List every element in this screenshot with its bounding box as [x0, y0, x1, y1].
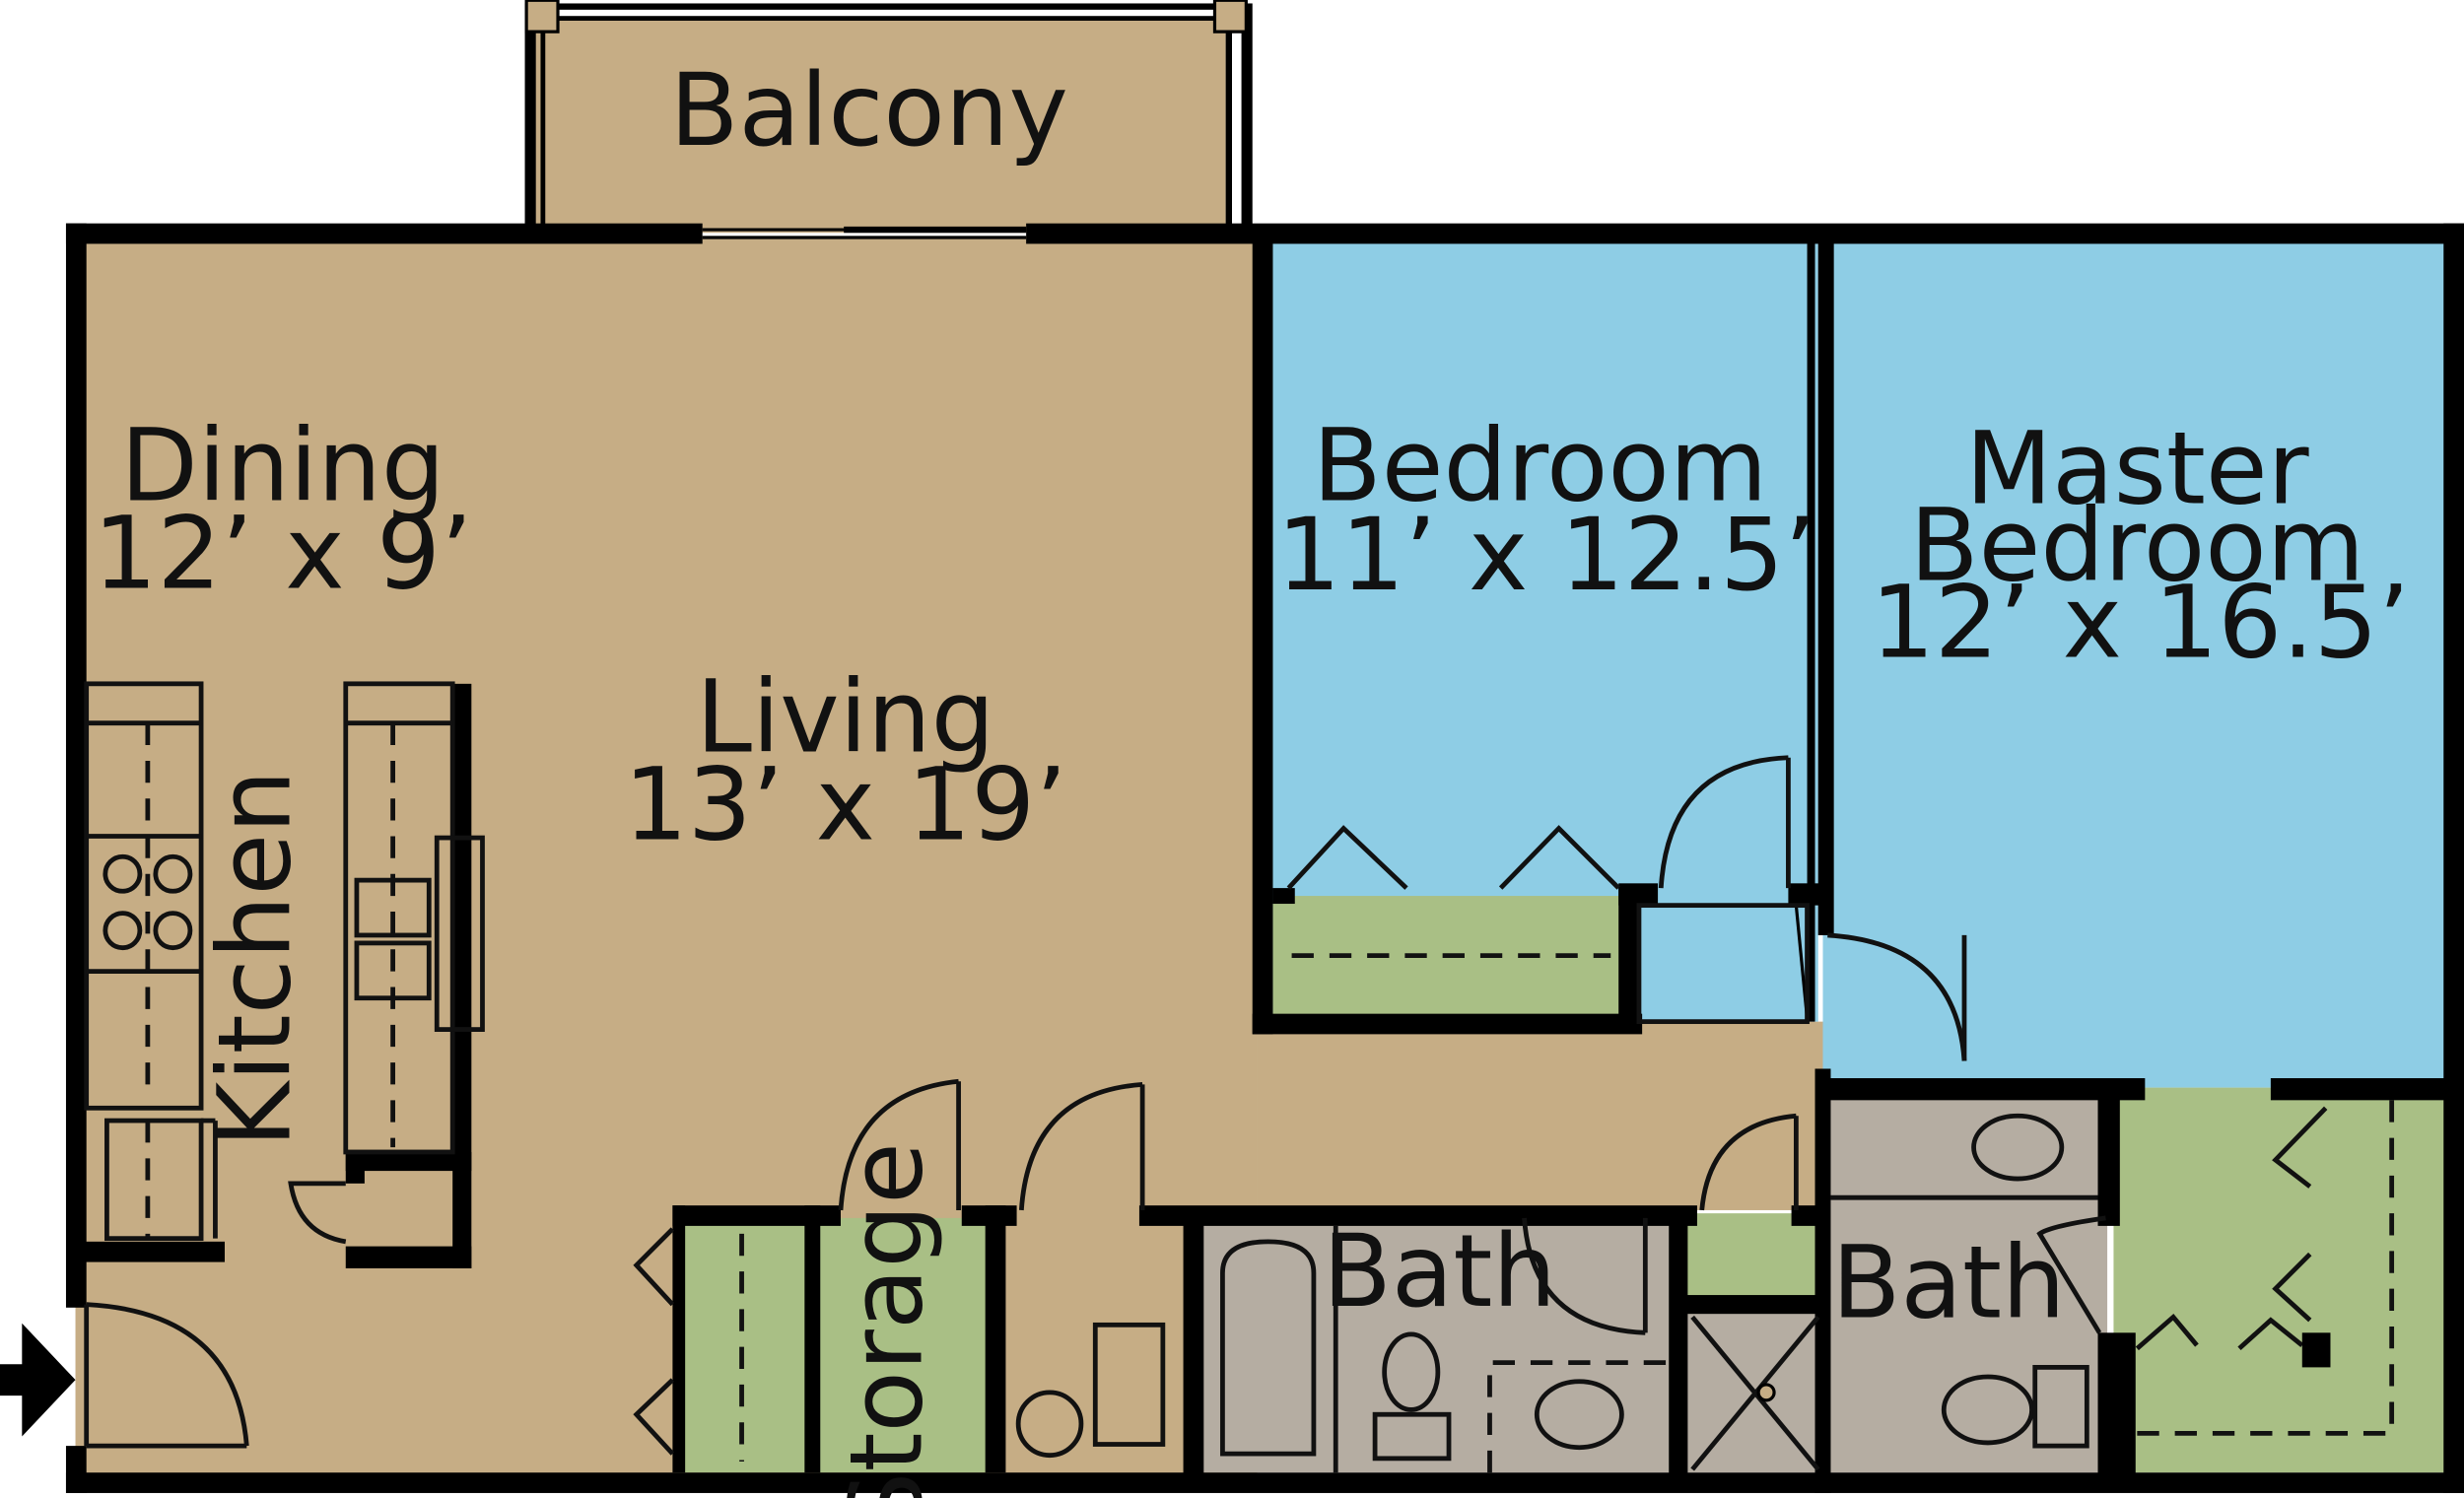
entry-closet-doors[interactable]	[633, 1227, 744, 1463]
entry-arrow-icon	[0, 1323, 76, 1437]
bathtub-icon	[1220, 1225, 1338, 1473]
bath-1-door[interactable]	[1522, 1217, 1648, 1335]
toilet-icon	[1372, 1331, 1452, 1462]
kitchen-island	[343, 681, 455, 1155]
storage-label: Storage	[828, 1142, 945, 1498]
entry-door[interactable]	[84, 1302, 249, 1449]
bath-2-fixtures	[1830, 1113, 2098, 1449]
sliding-door[interactable]	[702, 226, 1027, 239]
balcony-railing	[524, 0, 1253, 227]
shower-icon	[1690, 1315, 1820, 1471]
storage-doors[interactable]	[838, 1078, 1145, 1211]
refrigerator-icon	[104, 1118, 218, 1242]
master-bedroom-area[interactable]	[1822, 236, 2452, 1088]
room-labels: Balcony Dining 12’ x 9’ Living 13’ x 19’…	[94, 52, 2411, 1498]
bath-1-area[interactable]	[1201, 1217, 1671, 1473]
sink-icon	[354, 835, 485, 1032]
water-heater-icon	[1015, 1322, 1166, 1459]
dining-size: 12’ x 9’	[94, 496, 473, 613]
living-size: 13’ x 19’	[624, 747, 1067, 864]
bedroom-label: Bedroom	[1313, 407, 1767, 524]
balcony-label: Balcony	[669, 52, 1067, 170]
pantry-door[interactable]	[288, 1181, 347, 1245]
kitchen-label: Kitchen	[196, 770, 313, 1147]
bath-2-label: Bath	[1831, 1224, 2065, 1341]
living-dining-area[interactable]	[75, 236, 1258, 1477]
linen-door[interactable]	[1699, 1113, 1799, 1211]
master-bedroom-label-line1: Master	[1965, 410, 2308, 527]
bedroom-area[interactable]	[1265, 236, 1818, 1022]
hallway-area	[1257, 1021, 1826, 1210]
vanity-icon	[1487, 1360, 1667, 1473]
master-closet-doors[interactable]	[2134, 1100, 2395, 1436]
bedroom-closet-doors[interactable]	[1286, 825, 1620, 959]
linen-closet[interactable]	[1680, 1213, 1820, 1300]
walls	[65, 223, 2464, 1493]
living-label: Living	[696, 658, 994, 776]
bath-1-label: Bath	[1323, 1213, 1556, 1330]
bath-2-door[interactable]	[2036, 1215, 2106, 1334]
balcony-area[interactable]	[534, 19, 1226, 234]
master-bedroom-label-line2: Bedroom	[1910, 488, 2364, 605]
master-bedroom-size: 12’ x 16.5’	[1871, 565, 2410, 682]
bedroom-size: 11’ x 12.5’	[1276, 497, 1815, 614]
master-bedroom-door[interactable]	[1827, 932, 1967, 1061]
storage-area[interactable]	[813, 1217, 991, 1473]
stove-icon	[103, 853, 193, 951]
bedroom-door[interactable]	[1636, 755, 1810, 1025]
dining-label: Dining	[120, 407, 445, 524]
kitchen-counter	[84, 681, 204, 1111]
